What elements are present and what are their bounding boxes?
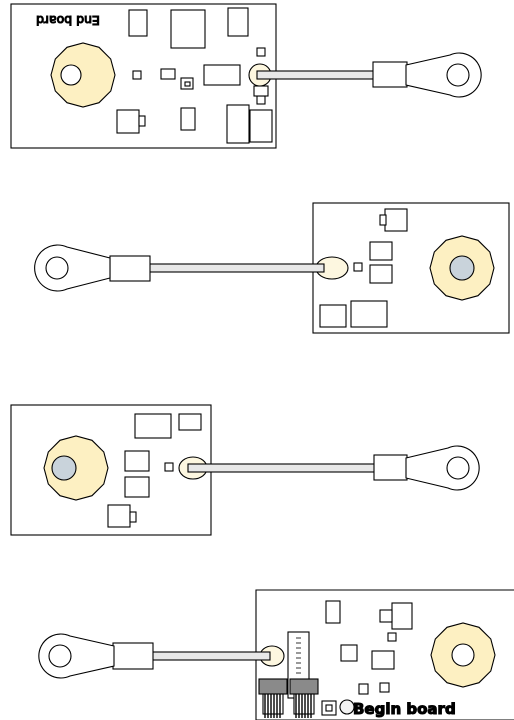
component xyxy=(371,650,395,670)
end-board-label: End board xyxy=(36,13,100,28)
connector-right xyxy=(289,678,319,718)
component xyxy=(227,7,249,37)
ring-terminal-hole xyxy=(48,644,72,668)
component xyxy=(107,504,131,528)
crimp-sleeve xyxy=(373,454,408,481)
component xyxy=(184,81,191,87)
component xyxy=(256,47,266,57)
wire xyxy=(187,463,376,473)
component xyxy=(325,704,333,712)
ring-terminal xyxy=(405,52,482,98)
component xyxy=(379,682,390,693)
component xyxy=(379,214,387,226)
component xyxy=(128,9,148,37)
ring-terminal-hole xyxy=(446,456,470,480)
via-pad xyxy=(339,699,355,715)
component xyxy=(178,413,202,431)
component xyxy=(226,104,250,144)
end-board-assembly: End board xyxy=(10,3,482,149)
end-board-solder-pad xyxy=(50,42,116,108)
component xyxy=(350,300,388,328)
component xyxy=(379,609,393,623)
mounting-hole xyxy=(51,455,77,481)
mounting-hole xyxy=(449,255,475,281)
ring-terminal-hole xyxy=(446,63,470,87)
component xyxy=(325,600,341,624)
component xyxy=(132,70,142,80)
component xyxy=(170,9,206,49)
wire xyxy=(256,70,375,80)
ring-terminal-hole xyxy=(45,256,69,280)
board-assembly-2 xyxy=(34,202,510,334)
wire xyxy=(147,263,325,273)
component xyxy=(387,632,397,642)
component xyxy=(134,413,172,439)
component xyxy=(391,602,413,630)
component xyxy=(369,241,393,261)
connector-left xyxy=(258,678,288,718)
component xyxy=(358,683,369,695)
begin-board-mounting-hole xyxy=(451,643,475,667)
wire xyxy=(149,651,271,661)
component xyxy=(256,95,266,105)
component xyxy=(253,85,269,97)
crimp-sleeve xyxy=(372,61,408,88)
ring-terminal xyxy=(34,244,111,292)
begin-board-label: Begin board xyxy=(353,700,456,718)
end-board-mounting-hole xyxy=(60,64,82,86)
component xyxy=(164,462,174,472)
component xyxy=(129,511,137,523)
crimp-sleeve xyxy=(112,642,154,670)
component xyxy=(319,304,347,328)
component xyxy=(124,476,150,498)
board-assembly-3 xyxy=(10,404,480,536)
component xyxy=(384,208,408,232)
component xyxy=(369,264,393,284)
component xyxy=(160,68,176,80)
component xyxy=(124,450,150,472)
component xyxy=(340,644,358,662)
component xyxy=(116,109,140,134)
component xyxy=(138,115,146,127)
component xyxy=(203,64,241,86)
component xyxy=(249,109,273,143)
component xyxy=(353,262,363,272)
begin-board-assembly: Begin board xyxy=(38,589,514,720)
component xyxy=(180,107,196,131)
crimp-sleeve xyxy=(109,255,151,282)
